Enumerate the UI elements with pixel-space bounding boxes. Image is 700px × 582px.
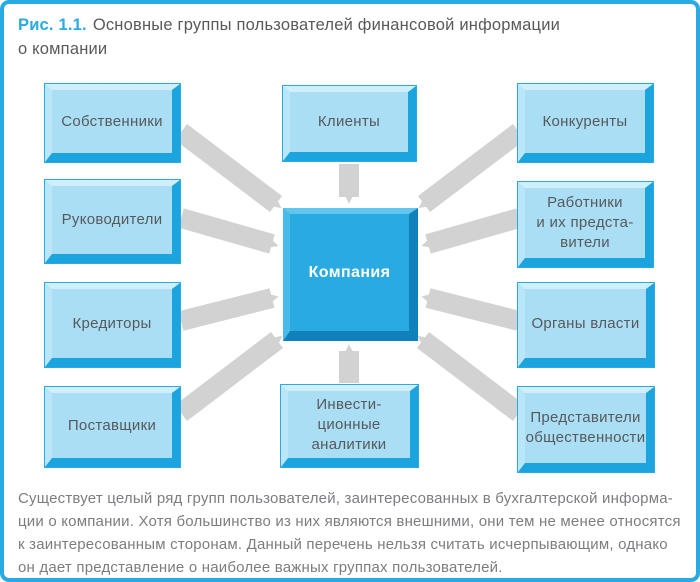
- node-label: Компания: [308, 263, 391, 281]
- node-suppliers: Поставщики: [45, 387, 180, 467]
- node-managers: Руководители: [45, 180, 180, 263]
- node-label: Конкуренты: [542, 112, 628, 130]
- node-label: Органы власти: [531, 314, 640, 332]
- node-public: Представители общественности: [518, 387, 654, 472]
- node-clients: Клиенты: [283, 86, 416, 161]
- node-label: Представители общественности: [525, 409, 646, 446]
- footer-paragraph: Существует целый ряд групп пользователей…: [18, 490, 681, 576]
- node-employees: Работники и их предста- вители: [518, 182, 653, 267]
- node-label: Руководители: [61, 211, 163, 228]
- arrow-from-suppliers-icon: [174, 332, 284, 421]
- node-authorities: Органы власти: [518, 283, 654, 367]
- node-label: Собственники: [61, 112, 163, 130]
- arrow-from-competitors-icon: [417, 124, 526, 212]
- arrow-from-authorities-icon: [421, 288, 522, 331]
- arrow-from-owners-icon: [174, 124, 283, 212]
- node-label: Инвести- ционные аналитики: [311, 395, 387, 453]
- node-company: Компания: [283, 208, 418, 341]
- node-analysts: Инвести- ционные аналитики: [281, 385, 418, 467]
- node-label: Поставщики: [67, 416, 157, 434]
- figure-caption: Рис. 1.1. Основные группы пользователей ф…: [18, 13, 680, 61]
- node-creditors: Кредиторы: [45, 283, 180, 367]
- node-owners: Собственники: [45, 84, 180, 162]
- arrow-from-employees-icon: [421, 208, 522, 254]
- node-label: Клиенты: [317, 113, 381, 130]
- arrow-from-creditors-icon: [178, 288, 279, 331]
- figure-title-line1: Основные группы пользователей финансовой…: [92, 16, 561, 34]
- figure-title-line2: о компании: [18, 40, 108, 58]
- arrow-from-managers-icon: [178, 208, 279, 254]
- node-label: Работники и их предста- вители: [536, 194, 634, 251]
- node-competitors: Конкуренты: [518, 84, 653, 162]
- figure-number: Рис. 1.1.: [18, 16, 87, 34]
- arrow-from-public-icon: [416, 332, 526, 421]
- node-label: Кредиторы: [72, 314, 152, 332]
